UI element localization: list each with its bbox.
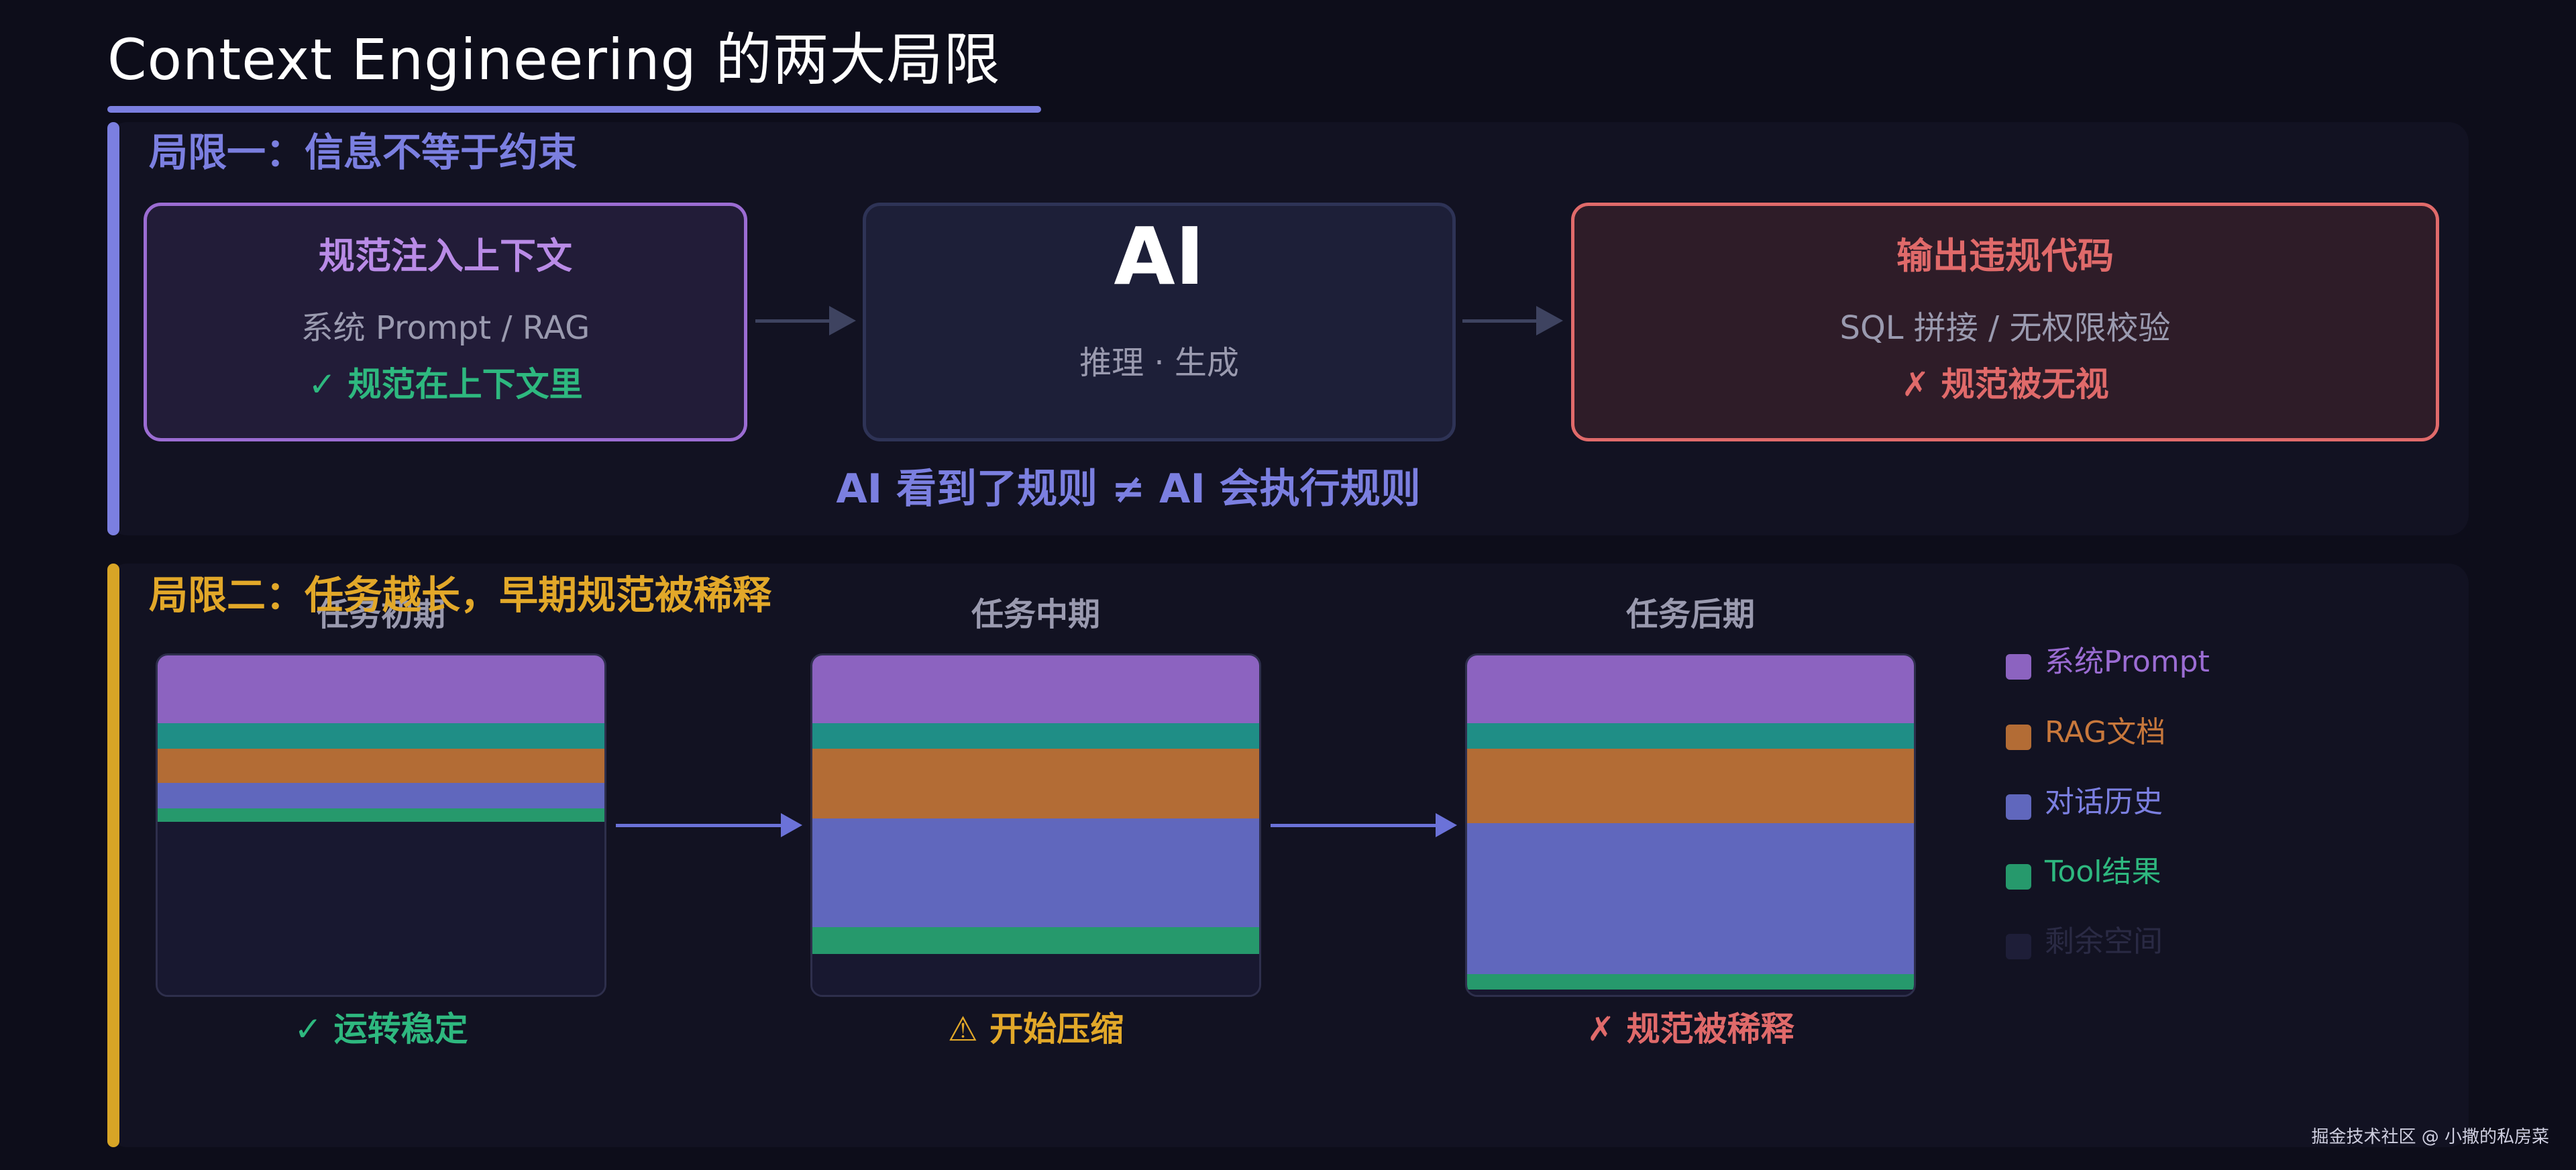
stage-status-early: ✓ 运转稳定 (294, 1010, 468, 1049)
limit2-heading: 局限二：任务越长，早期规范被稀释 (149, 572, 772, 618)
stack-segment-2 (812, 749, 1259, 818)
page-title: Context Engineering 的两大局限 (107, 27, 1001, 93)
violation-output-subtitle: SQL 拼接 / 无权限校验 (1839, 309, 2171, 347)
limit1-accent-bar (107, 122, 119, 535)
legend-label-remaining: 剩余空间 (2045, 924, 2163, 959)
stack-segment-0 (812, 655, 1259, 723)
legend: 系统Prompt RAG文档 对话历史 Tool结果 剩余空间 (2006, 637, 2341, 973)
stack-segment-4 (1467, 974, 1914, 990)
legend-swatch-rag (2006, 725, 2031, 750)
stage-status-late: ✗ 规范被稀释 (1587, 1010, 1794, 1049)
arrow-head-1 (829, 306, 856, 335)
legend-label-rag: RAG文档 (2045, 715, 2166, 749)
stack-segment-separator (158, 723, 604, 749)
legend-swatch-system-prompt (2006, 654, 2031, 680)
stack-segment-0 (158, 655, 604, 723)
stage-label-early: 任务初期 (316, 596, 445, 633)
stack-segment-0 (1467, 655, 1914, 723)
legend-swatch-remaining (2006, 934, 2031, 959)
context-injection-subtitle: 系统 Prompt / RAG (301, 309, 590, 347)
legend-label-tool: Tool结果 (2045, 855, 2161, 889)
stack-segment-separator (812, 723, 1259, 749)
arrow-line-1 (755, 319, 843, 323)
arrow-head-2 (1536, 306, 1563, 335)
stage-arrow-head-1 (781, 813, 802, 837)
ai-title: AI (1114, 210, 1205, 303)
legend-label-system-prompt: 系统Prompt (2045, 645, 2210, 679)
stack-segment-5 (812, 954, 1259, 995)
stack-segment-3 (1467, 823, 1914, 974)
stage-label-middle: 任务中期 (971, 596, 1100, 633)
title-underline (107, 106, 1041, 113)
limit1-heading: 局限一：信息不等于约束 (149, 129, 578, 175)
violation-output-box: 输出违规代码 SQL 拼接 / 无权限校验 ✗ 规范被无视 (1571, 203, 2439, 441)
legend-label-dialog: 对话历史 (2045, 785, 2163, 819)
stage-arrow-line-1 (616, 824, 788, 827)
ai-subtitle: 推理 · 生成 (1079, 344, 1239, 382)
stack-segment-5 (1467, 990, 1914, 995)
stack-segment-separator (1467, 723, 1914, 749)
stack-segment-2 (158, 749, 604, 783)
stack-segment-4 (158, 808, 604, 822)
limit1-conclusion: AI 看到了规则 ≠ AI 会执行规则 (836, 466, 1421, 513)
stack-segment-4 (812, 927, 1259, 954)
stack-segment-3 (812, 818, 1259, 927)
stack-segment-3 (158, 783, 604, 808)
stage-status-middle: ⚠ 开始压缩 (947, 1010, 1124, 1049)
context-injection-title: 规范注入上下文 (319, 235, 572, 277)
stack-segment-5 (158, 822, 604, 995)
ai-box: AI 推理 · 生成 (863, 203, 1456, 441)
legend-swatch-dialog (2006, 794, 2031, 820)
context-stack-early (156, 653, 606, 997)
context-injection-box: 规范注入上下文 系统 Prompt / RAG ✓ 规范在上下文里 (144, 203, 747, 441)
stage-arrow-line-2 (1271, 824, 1442, 827)
arrow-line-2 (1462, 319, 1550, 323)
limit2-accent-bar (107, 564, 119, 1147)
stage-arrow-head-2 (1436, 813, 1457, 837)
legend-swatch-tool (2006, 864, 2031, 890)
context-stack-middle (810, 653, 1261, 997)
violation-output-title: 输出违规代码 (1896, 235, 2114, 277)
context-stack-late (1465, 653, 1916, 997)
stack-segment-2 (1467, 749, 1914, 823)
stage-label-late: 任务后期 (1625, 596, 1755, 633)
footer-watermark: 掘金技术社区 @ 小撒的私房菜 (2311, 1127, 2549, 1147)
violation-output-note: ✗ 规范被无视 (1901, 365, 2109, 404)
context-injection-note: ✓ 规范在上下文里 (308, 365, 583, 404)
